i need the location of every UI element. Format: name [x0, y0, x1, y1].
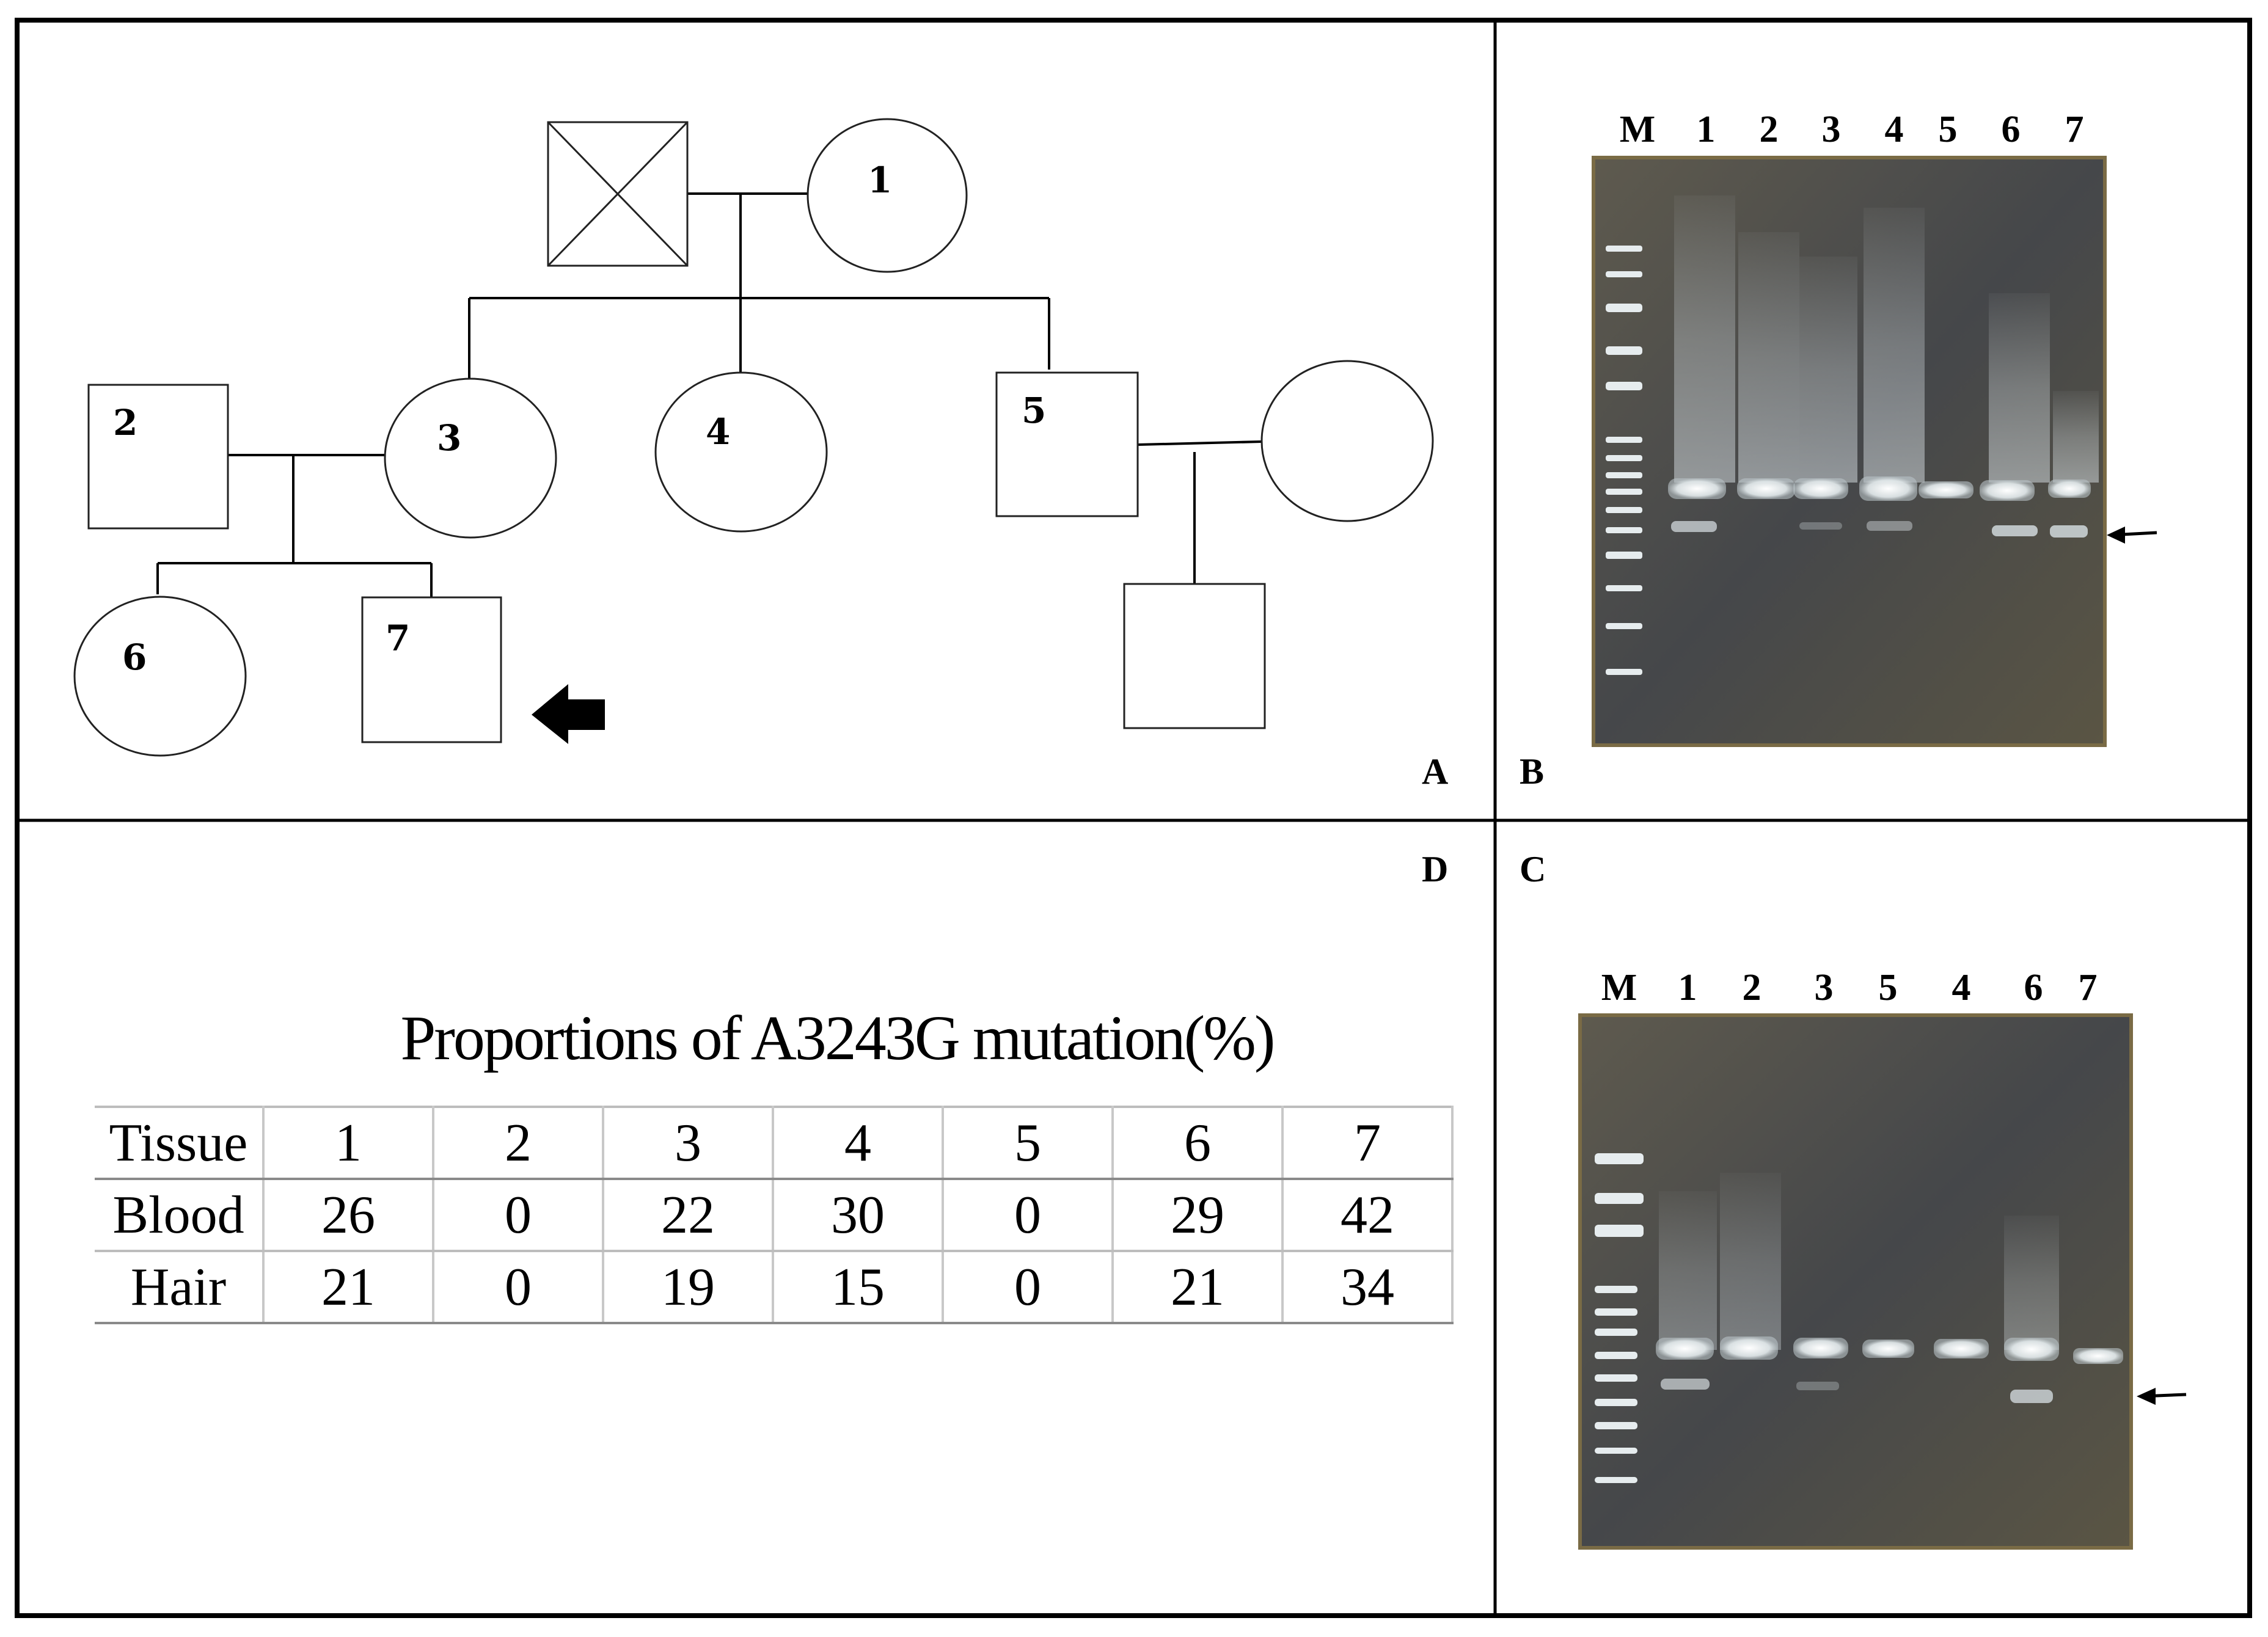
- table-cell: 0: [942, 1179, 1114, 1252]
- individual-label: 4: [706, 411, 730, 453]
- lane-label: 5: [1939, 109, 1958, 150]
- lane-label: 5: [1879, 967, 1898, 1008]
- lane-label: 7: [2065, 109, 2084, 150]
- individual-label: 5: [1022, 390, 1046, 431]
- table-header-cell: 5: [942, 1106, 1114, 1180]
- lane-label: M: [1601, 967, 1637, 1008]
- pedigree-individual-1: 1: [807, 118, 968, 273]
- individual-label: 7: [386, 618, 410, 659]
- pedigree-father-deceased: [547, 121, 689, 267]
- table-cell: Blood: [95, 1179, 265, 1252]
- table-header-cell: 2: [432, 1106, 604, 1180]
- gel-b-mutant-bands: [1671, 521, 2088, 538]
- pedigree-individual-5: 5: [995, 371, 1139, 517]
- table-cell: 0: [942, 1251, 1114, 1324]
- pedigree-lines: [156, 192, 1262, 597]
- pedigree-chart: 1 2 3 4 5 6: [73, 118, 1434, 757]
- table-cell: 22: [602, 1179, 774, 1252]
- gel-c-ladder: [1595, 1153, 1644, 1483]
- gel-c-mutant-bands: [1661, 1379, 2053, 1403]
- lane-label: M: [1620, 109, 1656, 150]
- table-header-row: Tissue 1 2 3 4 5 6 7: [95, 1106, 1454, 1180]
- table-header-cell: Tissue: [95, 1106, 265, 1180]
- table-cell: 21: [1111, 1251, 1284, 1324]
- arrow-left-icon: [532, 684, 605, 744]
- panel-label-a: A: [1422, 751, 1448, 792]
- lane-label: 4: [1952, 967, 1971, 1008]
- table-header-cell: 7: [1281, 1106, 1454, 1180]
- table-cell: 15: [772, 1251, 944, 1324]
- gel-b-main-bands: [1668, 476, 2091, 501]
- table-cell: 30: [772, 1179, 944, 1252]
- table-cell: 19: [602, 1251, 774, 1324]
- table-cell: 42: [1281, 1179, 1454, 1252]
- table-cell: 0: [432, 1179, 604, 1252]
- lane-label: 1: [1697, 109, 1716, 150]
- individual-label: 6: [122, 636, 147, 678]
- lane-label: 2: [1743, 967, 1761, 1008]
- table-header-cell: 3: [602, 1106, 774, 1180]
- pedigree-individual-7-proband: 7: [361, 596, 502, 743]
- gel-c-smears: [1659, 1173, 2059, 1350]
- arrow-left-icon: [2107, 527, 2157, 544]
- individual-label: 1: [868, 159, 892, 201]
- gel-c-main-bands: [1656, 1336, 2123, 1364]
- lane-label: 2: [1760, 109, 1779, 150]
- pedigree-child-of-5: [1123, 583, 1266, 729]
- lane-label: 7: [2079, 967, 2098, 1008]
- gel-b-lane-labels: M 1 2 3 4 5 6 7: [1620, 109, 2084, 150]
- mutation-proportion-table: Tissue 1 2 3 4 5 6 7 Blood 26 0 22 30 0 …: [95, 1106, 1454, 1324]
- gel-b-smears: [1674, 195, 2099, 483]
- arrow-left-icon: [2137, 1388, 2187, 1405]
- pedigree-individual-2: 2: [87, 384, 229, 530]
- figure-frame: [15, 18, 2252, 1618]
- pedigree-individual-3: 3: [384, 377, 557, 539]
- gel-b: M 1 2 3 4 5 6 7: [1592, 109, 2157, 747]
- panel-label-d: D: [1422, 849, 1448, 889]
- table-title: Proportions of A3243G mutation(%): [400, 1003, 1275, 1073]
- lane-label: 3: [1815, 967, 1834, 1008]
- pedigree-spouse-of-5: [1260, 360, 1434, 522]
- lane-label: 4: [1885, 109, 1904, 150]
- table-header-cell: 1: [262, 1106, 434, 1180]
- table-cell: 0: [432, 1251, 604, 1324]
- lane-label: 3: [1822, 109, 1841, 150]
- lane-label: 1: [1678, 967, 1697, 1008]
- table-header-cell: 6: [1111, 1106, 1284, 1180]
- panel-label-b: B: [1520, 751, 1544, 792]
- panel-label-c: C: [1520, 849, 1546, 889]
- gel-b-ladder: [1606, 246, 1642, 675]
- table-cell: 34: [1281, 1251, 1454, 1324]
- individual-label: 2: [113, 402, 137, 443]
- lane-label: 6: [2002, 109, 2021, 150]
- table-cell: Hair: [95, 1251, 265, 1324]
- gel-c-lane-labels: M 1 2 3 5 4 6 7: [1601, 967, 2098, 1008]
- individual-label: 3: [437, 417, 461, 459]
- table-cell: 21: [262, 1251, 434, 1324]
- pedigree-individual-6: 6: [73, 596, 247, 757]
- gel-c: M 1 2 3 5 4 6 7: [1578, 967, 2187, 1550]
- table-header-cell: 4: [772, 1106, 944, 1180]
- table-cell: 26: [262, 1179, 434, 1252]
- table-row: Hair 21 0 19 15 0 21 34: [95, 1251, 1454, 1324]
- table-cell: 29: [1111, 1179, 1284, 1252]
- table-row: Blood 26 0 22 30 0 29 42: [95, 1179, 1454, 1252]
- pedigree-individual-4: 4: [654, 371, 828, 533]
- lane-label: 6: [2024, 967, 2043, 1008]
